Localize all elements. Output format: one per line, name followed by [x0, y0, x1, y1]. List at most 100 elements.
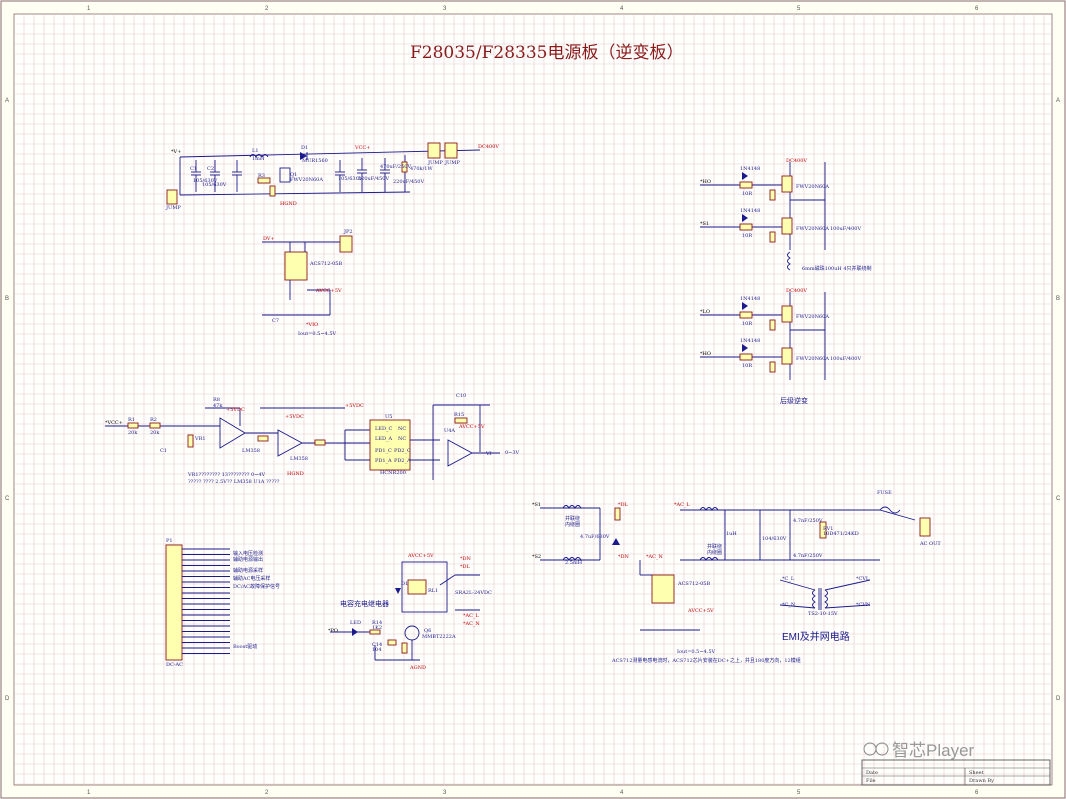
svg-text:LED: LED [350, 620, 361, 626]
row-label-a-left: A [5, 98, 9, 104]
svg-text:R2: R2 [150, 417, 157, 423]
isolation-note-2: ????? ???? 2.5V?? LM358 U1A ????? [188, 479, 280, 485]
row-label-c-right: C [1056, 496, 1061, 502]
inverter-mosfet [781, 305, 793, 323]
sheet-title: F28035/F28335电源板（逆变板） [410, 43, 683, 63]
gate-res-label: 10R [742, 233, 752, 239]
svg-text:*VCC+: *VCC+ [105, 420, 123, 426]
svg-text:470k/1W: 470k/1W [410, 166, 433, 172]
svg-text:MUR1560: MUR1560 [302, 158, 328, 164]
svg-text:104/630V: 104/630V [762, 536, 787, 542]
varistor-model: 10D471/24KD [823, 531, 859, 537]
isolation-note-1: VR1???????? 13???????? 0~4V [187, 472, 266, 478]
diode-model-label: 1N4148 [740, 296, 760, 302]
diode-model-label: 1N4148 [740, 166, 760, 172]
inverter-mosfet [781, 347, 793, 365]
bus-cap-label: 100uF/400V [830, 226, 861, 232]
col-label-2-bottom: 2 [265, 790, 269, 796]
gate-signal-label: *HO [700, 351, 711, 357]
svg-text:1K2: 1K2 [372, 625, 382, 631]
col-label-3-top: 3 [443, 6, 447, 12]
col-label-2-top: 2 [265, 6, 269, 12]
svg-text:D1: D1 [401, 581, 408, 587]
hcnr200-label: HCNR200 [380, 470, 406, 476]
svg-text:LED_C: LED_C [375, 426, 392, 432]
svg-text:*C_N: *C_N [782, 602, 796, 608]
mosfet-model-label: FWV20N60A [796, 314, 829, 320]
svg-text:*S2: *S2 [532, 554, 541, 560]
svg-text:内绕圈: 内绕圈 [565, 521, 580, 528]
svg-text:*DL: *DL [460, 564, 471, 570]
svg-text:AVCC+5V: AVCC+5V [687, 608, 714, 614]
emi-output-jack [919, 517, 931, 537]
inverter-mosfet [781, 175, 793, 193]
mosfet-model-label: FWV20N60A [796, 356, 829, 362]
svg-text:220uF/450V: 220uF/450V [358, 176, 389, 182]
svg-text:*S1: *S1 [532, 502, 541, 508]
jumper-jp2 [339, 235, 353, 253]
relay-section: 电容充电继电器 SRA2L-24VDC MMBT2222A AVCC+5V AG… [328, 553, 492, 671]
conn-label-2: 辅助电源采样 [233, 567, 263, 574]
gate-diode-icon [742, 344, 748, 352]
svg-text:Q1: Q1 [290, 172, 297, 178]
acs712-bottom-ic [651, 574, 675, 604]
svg-text:*DN: *DN [618, 554, 630, 560]
svg-text:*AC_L: *AC_L [463, 613, 479, 619]
svg-text:JUMP: JUMP [444, 160, 460, 166]
col-label-5-bottom: 5 [797, 790, 801, 796]
svg-text:内绕圈: 内绕圈 [707, 549, 722, 556]
jumper-jp1 [166, 189, 178, 205]
svg-text:105/630V: 105/630V [338, 176, 363, 182]
svg-text:*C_L: *C_L [782, 576, 795, 582]
acs712-top-ic [284, 251, 308, 281]
diode-d1-icon [300, 152, 307, 160]
dc-in-label: DC400V [478, 144, 499, 150]
svg-text:*DL: *DL [618, 502, 629, 508]
svg-text:105/630V: 105/630V [202, 182, 227, 188]
conn-label-1: 辅助电源输出 [233, 556, 263, 563]
row-label-c-left: C [5, 496, 10, 502]
conn-label-4: DC/AC故障保护信号 [233, 583, 280, 590]
svg-text:2.5mH: 2.5mH [565, 560, 583, 566]
connector-model: DC-AC [166, 662, 183, 668]
inductor-note: 6mm磁珠100uH 4只并联绕制 [802, 265, 872, 272]
col-label-4-bottom: 4 [620, 790, 624, 796]
current-sense-section: JP2 ACS712-05B Iout=0.5~4.5V AVCC+5V DV+… [262, 229, 353, 337]
svg-text:*PO: *PO [328, 628, 338, 634]
svg-text:L1: L1 [252, 148, 259, 154]
svg-text:47k: 47k [213, 403, 223, 409]
svg-text:*V+: *V+ [171, 149, 181, 155]
svg-text:220uF/450V: 220uF/450V [393, 179, 424, 185]
svg-text:PD2_A: PD2_A [394, 458, 411, 464]
svg-text:*CVL: *CVL [856, 576, 870, 582]
sheet-inner-frame [13, 13, 1053, 786]
gate-diode-icon [742, 302, 748, 310]
conn-label-3: 辅助AC电压采样 [233, 575, 270, 582]
gate-res-label: 10R [742, 191, 752, 197]
emi-led-icon [612, 538, 620, 545]
svg-text:105/630V: 105/630V [193, 178, 218, 184]
connector-p1 [165, 544, 183, 661]
connector-section: P1 DC-AC 输入电压检测 辅助电源输出 辅助电源采样 辅助AC电压采样 D… [165, 538, 280, 668]
gate-res-label: 10R [742, 363, 752, 369]
svg-text:VR1: VR1 [194, 436, 206, 442]
svg-text:R14: R14 [372, 620, 382, 626]
svg-text:*CVN: *CVN [856, 602, 871, 608]
connector-ref: P1 [166, 538, 173, 544]
opamp-1-label: LM358 [242, 448, 260, 454]
svg-text:Iout=0.5~4.5V: Iout=0.5~4.5V [677, 649, 715, 655]
grid [14, 14, 1052, 785]
svg-text:AVCC+5V: AVCC+5V [458, 424, 485, 430]
svg-text:Date: Date [866, 770, 878, 776]
svg-text:NC: NC [398, 436, 406, 442]
svg-text:R15: R15 [454, 412, 464, 418]
svg-text:FWV20N60A: FWV20N60A [290, 177, 323, 183]
gate-signal-label: *S1 [700, 221, 709, 227]
svg-text:4.7uF/630V: 4.7uF/630V [580, 534, 610, 540]
diode-model-label: 1N4148 [740, 338, 760, 344]
svg-text:+5VDC: +5VDC [345, 403, 364, 409]
svg-text:Sheet: Sheet [969, 770, 984, 776]
watermark-text: 智芯Player [892, 741, 975, 760]
